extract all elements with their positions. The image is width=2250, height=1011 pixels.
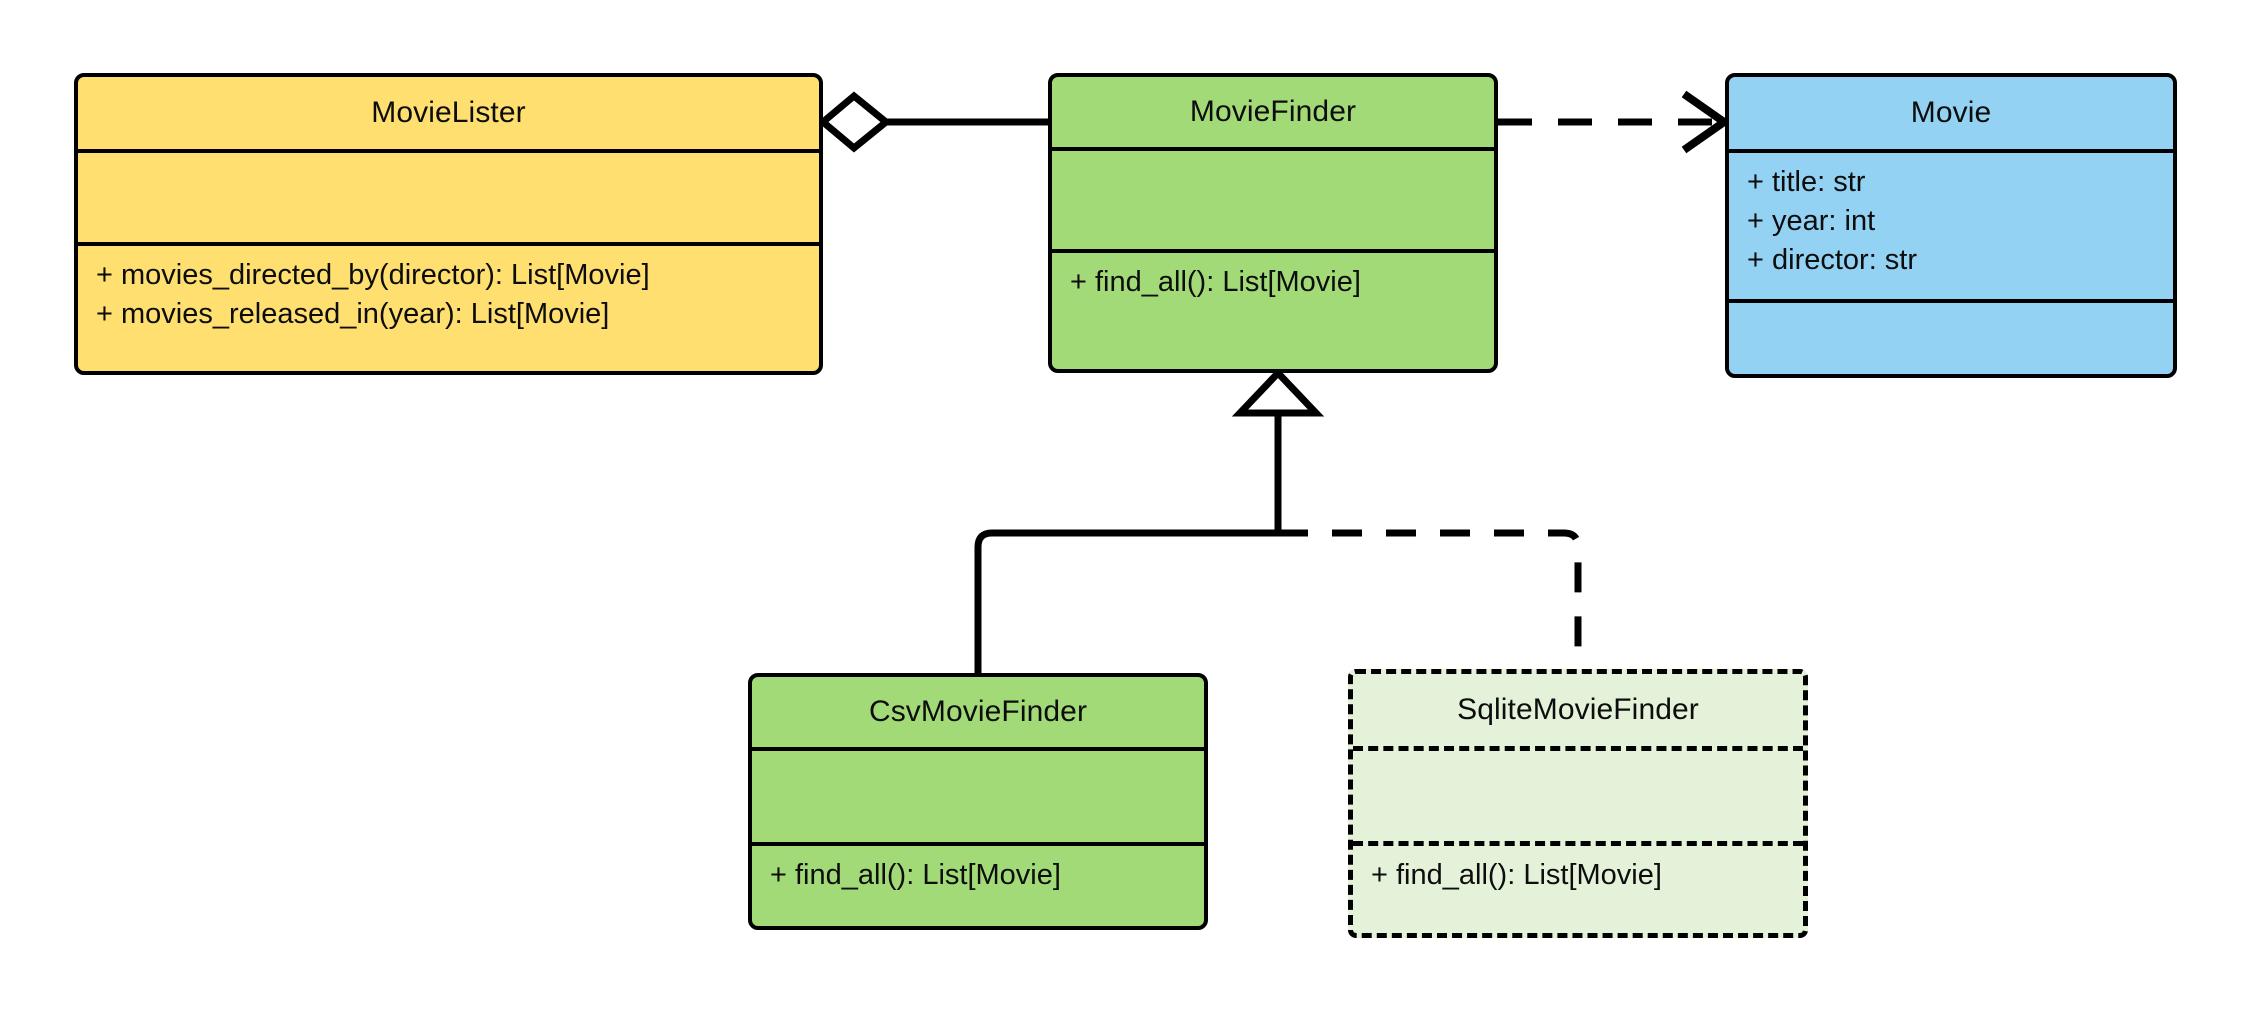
hollow-triangle-icon — [1231, 367, 1325, 417]
relationship-inheritance-csv-finder[interactable] — [974, 367, 1325, 673]
class-name-movie-lister: MovieLister — [371, 96, 526, 129]
methods-compartment-movie-lister: + movies_directed_by(director): List[Mov… — [78, 242, 819, 371]
methods-compartment-sqlite-movie-finder: + find_all(): List[Movie] — [1353, 841, 1803, 933]
inheritance-elbow-csv — [974, 529, 1278, 673]
class-name-sqlite-movie-finder: SqliteMovieFinder — [1457, 693, 1699, 726]
attributes-compartment-movie-finder — [1052, 147, 1494, 249]
attributes-compartment-movie-lister — [78, 149, 819, 242]
relationship-aggregation-lister-finder[interactable] — [817, 91, 1048, 153]
open-arrow-icon — [1681, 90, 1731, 154]
class-name-movie-finder: MovieFinder — [1189, 95, 1357, 128]
attribute-item: + director: str — [1747, 244, 1918, 276]
attribute-item: + title: str — [1747, 166, 1866, 198]
class-box-csv-movie-finder[interactable]: CsvMovieFinder + find_all(): List[Movie] — [748, 673, 1208, 930]
method-item: + find_all(): List[Movie] — [1070, 266, 1361, 298]
relationship-inheritance-sqlite-finder[interactable] — [1278, 529, 1582, 673]
hollow-diamond-icon — [817, 91, 892, 153]
methods-compartment-csv-movie-finder: + find_all(): List[Movie] — [752, 842, 1204, 926]
class-name-csv-movie-finder: CsvMovieFinder — [868, 695, 1088, 728]
method-item: + movies_directed_by(director): List[Mov… — [96, 259, 650, 291]
class-box-movie-lister[interactable]: MovieLister + movies_directed_by(directo… — [74, 73, 823, 375]
method-item: + find_all(): List[Movie] — [770, 859, 1061, 891]
class-box-movie-finder[interactable]: MovieFinder + find_all(): List[Movie] — [1048, 73, 1498, 373]
attributes-compartment-sqlite-movie-finder — [1353, 746, 1803, 841]
relationship-dependency-finder-movie[interactable] — [1498, 90, 1731, 154]
method-item: + find_all(): List[Movie] — [1371, 859, 1662, 891]
inheritance-elbow-sqlite — [1278, 529, 1582, 673]
method-item: + movies_released_in(year): List[Movie] — [96, 298, 610, 330]
attributes-compartment-movie: + title: str + year: int + director: str — [1729, 149, 2173, 299]
class-box-movie[interactable]: Movie + title: str + year: int + directo… — [1725, 73, 2177, 378]
class-name-movie: Movie — [1910, 96, 1992, 129]
methods-compartment-movie — [1729, 299, 2173, 374]
methods-compartment-movie-finder: + find_all(): List[Movie] — [1052, 249, 1494, 369]
class-box-sqlite-movie-finder[interactable]: SqliteMovieFinder + find_all(): List[Mov… — [1348, 669, 1808, 938]
attribute-item: + year: int — [1747, 205, 1876, 237]
attributes-compartment-csv-movie-finder — [752, 747, 1204, 842]
